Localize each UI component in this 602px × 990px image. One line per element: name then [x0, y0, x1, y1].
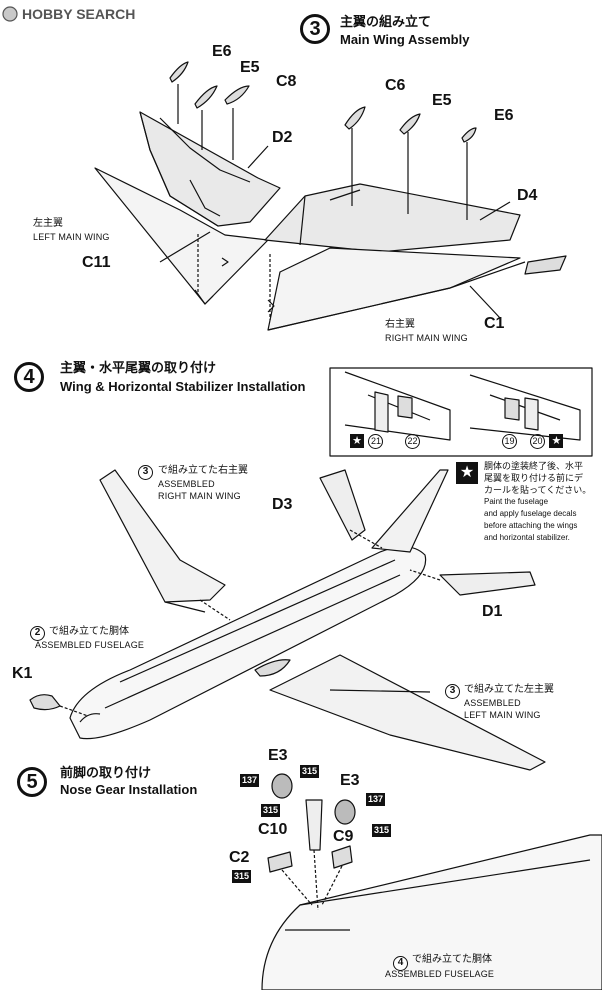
part-label-e5-left: E5	[240, 59, 260, 76]
paint-note-jp-1: 胴体の塗装終了後、水平	[484, 461, 584, 471]
paint-note-en-3: before attaching the wings	[484, 521, 578, 530]
part-label-e5-right: E5	[432, 92, 452, 109]
ref-step4-fuselage-icon: 4	[393, 956, 408, 971]
logo-mark-icon	[2, 6, 18, 22]
part-label-e3-right: E3	[340, 772, 360, 789]
part-label-c6: C6	[385, 77, 406, 94]
ref-left-wing-en-2: LEFT MAIN WING	[464, 710, 541, 720]
paint-code-137-right: 137	[366, 793, 386, 806]
decal-marker-20: 20 ★	[530, 432, 564, 449]
paint-note: 胴体の塗装終了後、水平 尾翼を取り付ける前にデ カールを貼ってください。 Pai…	[484, 460, 591, 544]
left-wing-label-jp: 左主翼	[33, 218, 63, 229]
paint-code-315-c9: 315	[372, 824, 392, 837]
part-label-c11: C11	[82, 254, 111, 271]
step-3-title-en: Main Wing Assembly	[340, 32, 470, 47]
ref-right-wing-step-icon: 3	[138, 465, 153, 480]
ref-fuselage-jp: で組み立てた胴体	[49, 626, 129, 637]
part-label-d2: D2	[272, 129, 293, 146]
left-main-wing-drawing	[94, 111, 281, 305]
paint-note-en-4: and horizontal stabilizer.	[484, 533, 570, 542]
part-label-d3: D3	[272, 496, 293, 513]
decal-marker-21: ★ 21	[350, 432, 384, 449]
paint-code-315-wheel: 315	[300, 765, 320, 778]
part-label-k1: K1	[12, 665, 33, 682]
paint-note-en-2: and apply fuselage decals	[484, 509, 577, 518]
paint-code-315-strut: 315	[261, 804, 281, 817]
part-label-c1: C1	[484, 315, 505, 332]
paint-note-jp-3: カールを貼ってください。	[484, 485, 592, 495]
right-wing-label-en: RIGHT MAIN WING	[385, 333, 468, 343]
decal-number-22: 22	[405, 434, 420, 449]
star-icon: ★	[549, 434, 564, 448]
ref-right-wing-en-1: ASSEMBLED	[158, 479, 215, 489]
right-wing-label-jp: 右主翼	[385, 319, 415, 330]
ref-fuselage-en: ASSEMBLED FUSELAGE	[35, 640, 145, 650]
part-label-d1: D1	[482, 603, 503, 620]
decal-number-20: 20	[530, 434, 545, 449]
part-label-c10: C10	[258, 821, 288, 838]
part-label-c9: C9	[333, 828, 354, 845]
decal-marker-19: 19	[502, 432, 517, 449]
paint-code-137-left: 137	[240, 774, 260, 787]
part-label-e6-left: E6	[212, 43, 232, 60]
step-4-number: 4	[14, 362, 44, 392]
step-5-title-jp: 前脚の取り付け	[60, 765, 152, 780]
paint-code-315-c2: 315	[232, 870, 252, 883]
paint-note-jp-2: 尾翼を取り付ける前にデ	[484, 473, 584, 483]
decal-number-21: 21	[368, 434, 384, 449]
hobby-search-logo: HOBBY SEARCH	[22, 6, 136, 22]
ref-left-wing-en-1: ASSEMBLED	[464, 698, 521, 708]
step-5-title-en: Nose Gear Installation	[60, 782, 198, 797]
part-label-c8: C8	[276, 73, 297, 90]
ref-step4-fuselage-en: ASSEMBLED FUSELAGE	[385, 969, 495, 979]
ref-left-wing-jp: で組み立てた左主翼	[464, 684, 554, 695]
left-wing-label-en: LEFT MAIN WING	[33, 232, 110, 242]
right-main-wing-drawing	[264, 183, 567, 331]
ref-fuselage-step-icon: 2	[30, 626, 45, 641]
nose-gear-fuselage-drawing	[261, 834, 602, 990]
fuselage-drawing	[69, 546, 427, 740]
part-label-e3-left: E3	[268, 747, 288, 764]
ref-right-wing-jp: で組み立てた右主翼	[158, 465, 248, 476]
step-4-title-jp: 主翼・水平尾翼の取り付け	[60, 360, 217, 375]
step-5-number: 5	[17, 767, 47, 797]
decal-marker-22: 22	[405, 432, 420, 449]
ref-right-wing-en-2: RIGHT MAIN WING	[158, 491, 241, 501]
part-label-c2: C2	[229, 849, 250, 866]
step-4-title-en: Wing & Horizontal Stabilizer Installatio…	[60, 379, 306, 394]
paint-note-en-1: Paint the fuselage	[484, 497, 549, 506]
star-icon: ★	[350, 434, 364, 448]
note-star-icon: ★	[456, 462, 478, 484]
part-label-e6-right: E6	[494, 107, 514, 124]
step-3-number: 3	[300, 14, 330, 44]
ref-step4-fuselage-jp: で組み立てた胴体	[412, 954, 492, 965]
decal-number-19: 19	[502, 434, 517, 449]
step-3-title-jp: 主翼の組み立て	[340, 14, 432, 29]
ref-left-wing-step-icon: 3	[445, 684, 460, 699]
part-label-d4: D4	[517, 187, 538, 204]
